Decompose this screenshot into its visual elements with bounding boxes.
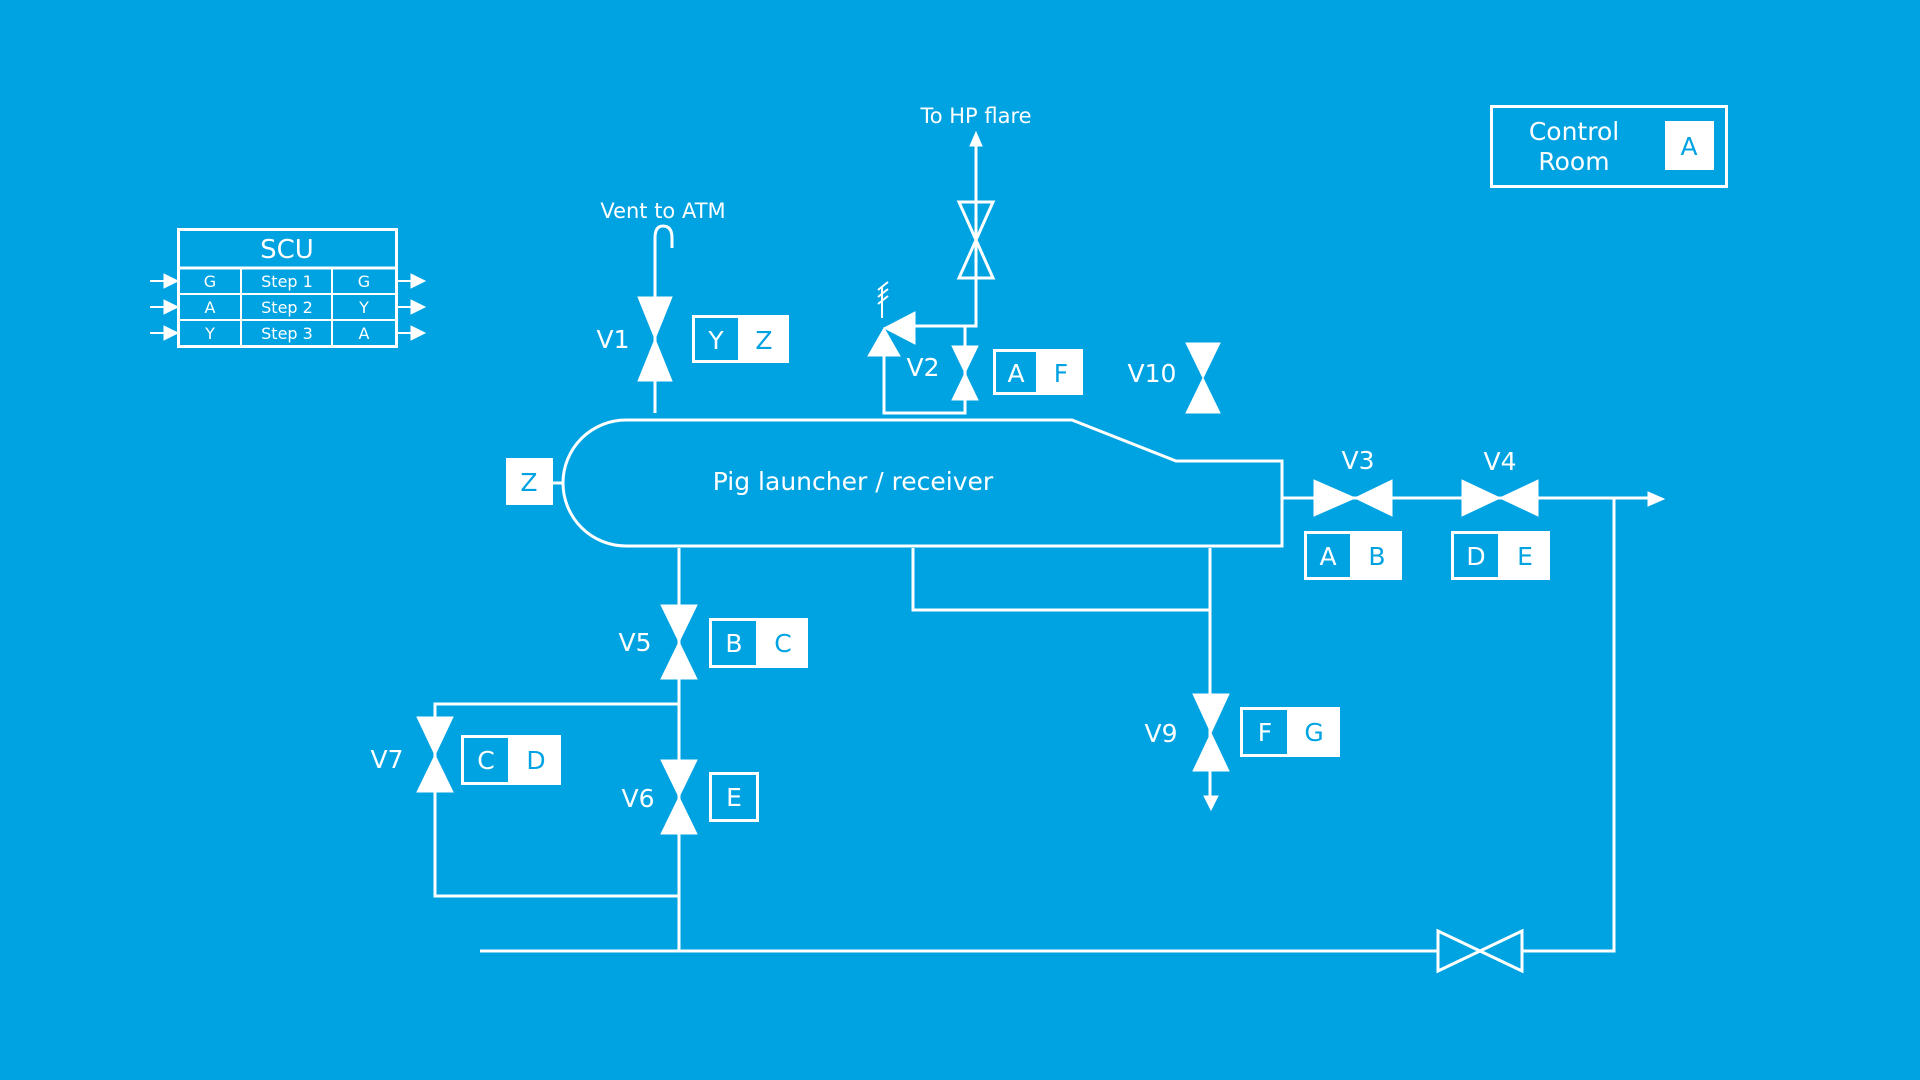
label-v5: V5 [618, 628, 651, 657]
scu-table: SCU G Step 1 G A Step 2 Y Y Step 3 A [150, 228, 427, 348]
scu-row1-in: G [204, 272, 216, 291]
key-v2-b: F [1054, 359, 1068, 388]
control-room-key: A [1680, 132, 1697, 161]
valve-v4 [1461, 479, 1539, 517]
valve-v6 [660, 759, 698, 835]
pipe-v9-branch [911, 548, 1212, 800]
vessel-tag: Z [520, 468, 537, 497]
piping [433, 138, 1650, 953]
pipe-v7-loop [433, 702, 679, 898]
arrowheads [969, 130, 1666, 812]
label-v4: V4 [1483, 447, 1516, 476]
relief-spring [877, 281, 889, 318]
hp-flare-label: To HP flare [919, 104, 1031, 128]
arrow-v9-down [1203, 795, 1219, 812]
control-room-legend: Control Room A [1490, 105, 1728, 188]
control-room-key-box [1665, 121, 1714, 170]
key-v2-a: A [1007, 359, 1024, 388]
keys-v4: D E [1451, 531, 1550, 580]
arrow-outlet [1647, 491, 1666, 507]
scu-row1-out: G [358, 272, 370, 291]
keys-v7: C D [461, 735, 561, 785]
valve-v5 [660, 604, 698, 680]
valve-v9 [1192, 693, 1230, 772]
relief-valve-side [882, 311, 916, 345]
key-v1-b: Z [755, 326, 772, 355]
valve-v1 [637, 296, 673, 382]
pig-launcher-body [561, 418, 1284, 548]
arrow-hp-flare [969, 130, 983, 147]
label-v9: V9 [1144, 719, 1177, 748]
key-v5-a: B [725, 629, 742, 658]
key-v1-a: Y [707, 326, 724, 355]
keys-v9: F G [1240, 707, 1340, 757]
relief-valve [867, 326, 901, 357]
key-v9-b: G [1304, 718, 1323, 747]
keys-v1: Y Z [692, 315, 789, 363]
label-v2: V2 [906, 353, 939, 382]
vessel-tag-box [506, 458, 553, 505]
scu-row2-step: Step 2 [261, 298, 313, 317]
vent-label: Vent to ATM [600, 199, 725, 223]
vessel: Pig launcher / receiver Z [506, 418, 1284, 548]
label-v7: V7 [370, 745, 403, 774]
pipe-vent-hook [653, 224, 674, 262]
valve-v10 [1185, 342, 1221, 414]
label-v10: V10 [1128, 359, 1177, 388]
scu-row3-step: Step 3 [261, 324, 313, 343]
vessel-label: Pig launcher / receiver [713, 467, 994, 496]
scu-row3-out: A [359, 324, 370, 343]
scu-title: SCU [260, 235, 314, 265]
key-v9-a: F [1258, 718, 1272, 747]
control-room-line1: Control [1529, 117, 1619, 146]
key-v7-a: C [477, 746, 494, 775]
keys-v5: B C [709, 618, 808, 668]
valve-v3 [1313, 479, 1393, 517]
valve-v7 [416, 716, 454, 793]
key-v6-a: E [726, 783, 742, 812]
valve-bypass [1436, 928, 1524, 974]
keys-v3: A B [1304, 531, 1402, 580]
valve-flare-isolation [956, 200, 996, 280]
key-v3-b: B [1368, 542, 1385, 571]
scu-row1-step: Step 1 [261, 272, 313, 291]
scu-row2-out: Y [358, 298, 369, 317]
scu-row3-in: Y [204, 324, 215, 343]
key-v3-a: A [1319, 542, 1336, 571]
pipe-return [480, 498, 1616, 953]
keys-v6: E [709, 772, 759, 822]
label-v6: V6 [621, 784, 654, 813]
label-v3: V3 [1341, 446, 1374, 475]
key-boxes: Y Z A F A B D E B C [461, 315, 1550, 822]
scu-row2-in: A [205, 298, 216, 317]
label-v1: V1 [596, 325, 629, 354]
valve-labels: V1 V2 V10 V3 V4 V5 V6 V7 V9 [370, 325, 1516, 813]
key-v5-b: C [774, 629, 791, 658]
keys-v2: A F [993, 349, 1083, 395]
valves [416, 200, 1539, 974]
key-v4-b: E [1517, 542, 1533, 571]
key-v7-b: D [526, 746, 545, 775]
control-room-line2: Room [1538, 147, 1609, 176]
valve-v2 [951, 345, 979, 401]
key-v4-a: D [1466, 542, 1485, 571]
